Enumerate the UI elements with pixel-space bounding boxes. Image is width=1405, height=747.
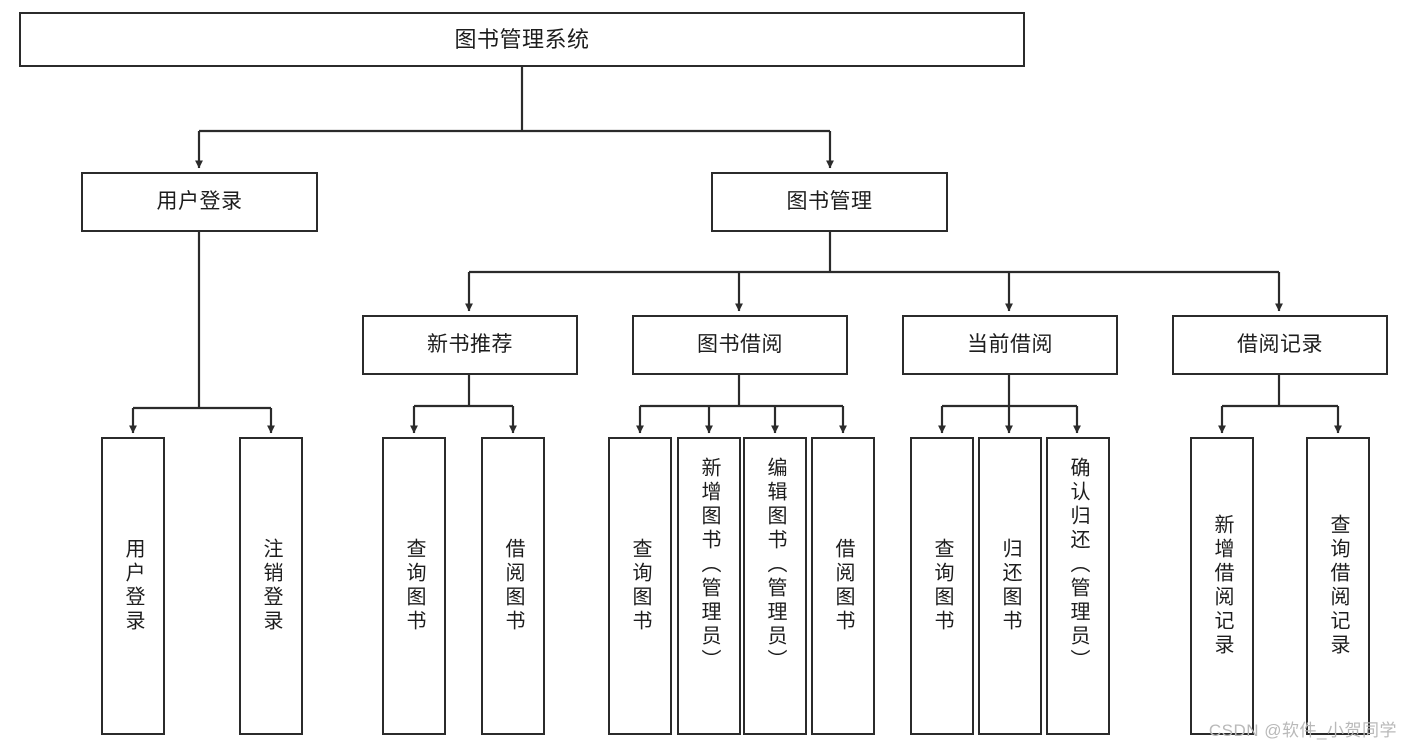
node-current-borrowing[interactable]: 当前借阅 bbox=[902, 315, 1118, 375]
node-label: 查询图书 bbox=[403, 538, 425, 634]
node-root-book-management-system[interactable]: 图书管理系统 bbox=[19, 12, 1025, 67]
node-label: 查询图书 bbox=[629, 538, 651, 634]
leaf-current-borrow-query-books[interactable]: 查询图书 bbox=[910, 437, 974, 735]
node-label: 图书管理系统 bbox=[454, 26, 590, 52]
leaf-book-borrow-borrow-books[interactable]: 借阅图书 bbox=[811, 437, 875, 735]
node-label: 注销登录 bbox=[260, 538, 282, 634]
node-label: 查询借阅记录 bbox=[1327, 514, 1349, 658]
node-new-book-recommendation[interactable]: 新书推荐 bbox=[362, 315, 578, 375]
leaf-book-borrow-query-books[interactable]: 查询图书 bbox=[608, 437, 672, 735]
leaf-borrow-record-query-record[interactable]: 查询借阅记录 bbox=[1306, 437, 1370, 735]
node-book-management[interactable]: 图书管理 bbox=[711, 172, 948, 232]
node-label: 借阅图书 bbox=[502, 538, 524, 634]
node-label: 新增图书（管理员） bbox=[698, 457, 720, 673]
node-label: 图书管理 bbox=[786, 189, 873, 213]
leaf-new-book-borrow-books[interactable]: 借阅图书 bbox=[481, 437, 545, 735]
node-label: 当前借阅 bbox=[967, 332, 1053, 356]
node-label: 图书借阅 bbox=[697, 332, 783, 356]
leaf-book-borrow-edit-book-admin[interactable]: 编辑图书（管理员） bbox=[743, 437, 807, 735]
node-label: 用户登录 bbox=[156, 189, 243, 213]
node-label: 查询图书 bbox=[931, 538, 953, 634]
node-book-borrowing[interactable]: 图书借阅 bbox=[632, 315, 848, 375]
leaf-borrow-record-add-record[interactable]: 新增借阅记录 bbox=[1190, 437, 1254, 735]
node-label: 新书推荐 bbox=[427, 332, 513, 356]
leaf-new-book-query-books[interactable]: 查询图书 bbox=[382, 437, 446, 735]
leaf-current-borrow-return-books[interactable]: 归还图书 bbox=[978, 437, 1042, 735]
node-label: 借阅记录 bbox=[1237, 332, 1323, 356]
node-user-login[interactable]: 用户登录 bbox=[81, 172, 318, 232]
csdn-watermark: CSDN @软件_小贺同学 bbox=[1208, 721, 1397, 740]
leaf-current-borrow-confirm-return-admin[interactable]: 确认归还（管理员） bbox=[1046, 437, 1110, 735]
leaf-user-login-login[interactable]: 用户登录 bbox=[101, 437, 165, 735]
node-label: 确认归还（管理员） bbox=[1067, 457, 1089, 673]
node-label: 借阅图书 bbox=[832, 538, 854, 634]
node-label: 新增借阅记录 bbox=[1211, 514, 1233, 658]
leaf-book-borrow-add-book-admin[interactable]: 新增图书（管理员） bbox=[677, 437, 741, 735]
node-borrowing-records[interactable]: 借阅记录 bbox=[1172, 315, 1388, 375]
node-label: 归还图书 bbox=[999, 538, 1021, 634]
node-label: 用户登录 bbox=[122, 538, 144, 634]
leaf-user-login-logout[interactable]: 注销登录 bbox=[239, 437, 303, 735]
node-label: 编辑图书（管理员） bbox=[764, 457, 786, 673]
